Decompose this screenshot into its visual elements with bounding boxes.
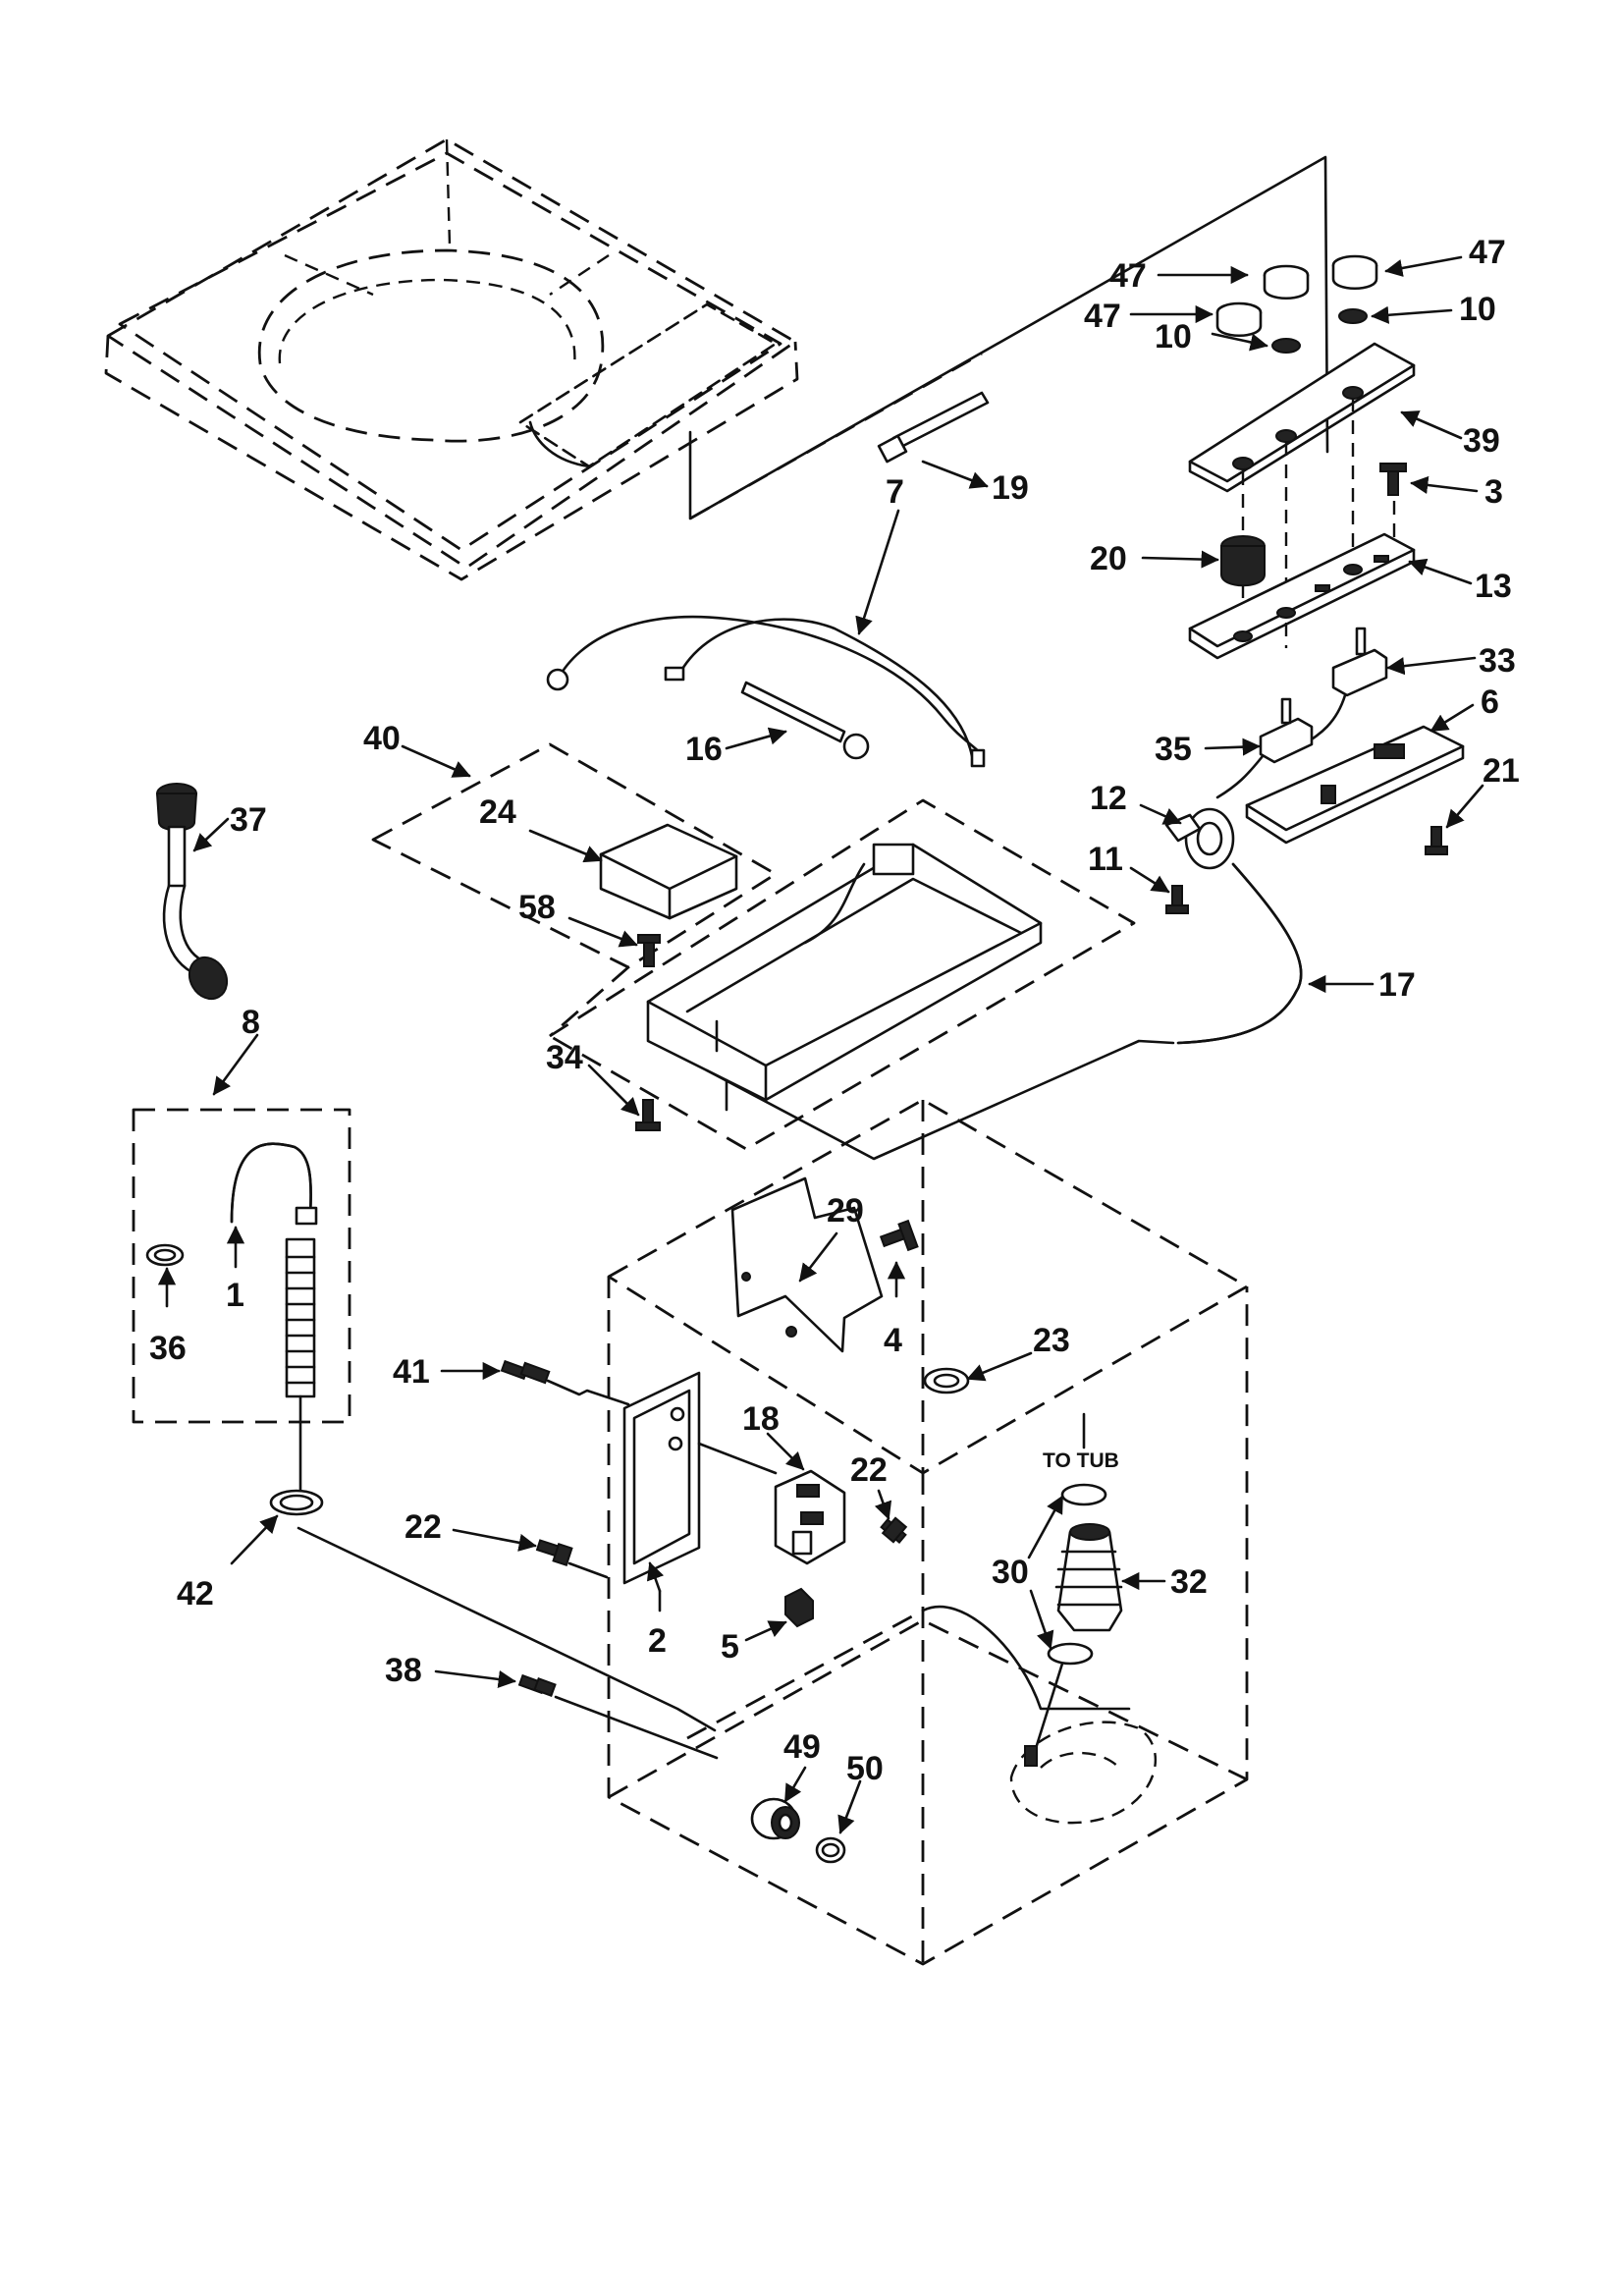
part-33-switch <box>1299 627 1388 748</box>
part-24-bracket <box>599 823 738 920</box>
label-22-left: 22 <box>404 1508 442 1546</box>
top-cabinet-outline <box>104 137 799 581</box>
part-3-screw <box>1379 463 1407 496</box>
label-35: 35 <box>1155 731 1192 768</box>
part-38-screw <box>517 1673 557 1697</box>
label-16: 16 <box>685 731 723 768</box>
label-24: 24 <box>479 793 516 831</box>
label-36: 36 <box>149 1330 187 1367</box>
part-10-washer-left <box>1271 338 1301 354</box>
leader-top-to-console <box>688 155 1329 520</box>
label-10-right: 10 <box>1459 291 1496 328</box>
label-12: 12 <box>1090 780 1127 817</box>
label-8: 8 <box>242 1004 260 1041</box>
label-4: 4 <box>884 1322 902 1359</box>
part-58-screw <box>637 934 661 967</box>
console-outline-dashed <box>689 352 983 520</box>
leader-console-to-cabinet <box>705 1039 1175 1161</box>
label-11: 11 <box>1088 841 1123 878</box>
part-36-clamp <box>145 1243 185 1267</box>
label-33: 33 <box>1479 642 1516 680</box>
part-16-clamp <box>740 681 870 760</box>
part-5-clip <box>784 1587 814 1628</box>
label-50: 50 <box>846 1750 884 1787</box>
part-2-panel <box>622 1371 701 1585</box>
part-50-plug <box>815 1836 846 1864</box>
part-21-screw <box>1425 826 1448 855</box>
part-30-clamp-top <box>1060 1483 1107 1506</box>
label-30: 30 <box>992 1554 1029 1591</box>
label-47-middle: 47 <box>1109 257 1147 295</box>
part-4-screw <box>879 1219 919 1252</box>
label-1: 1 <box>226 1277 244 1314</box>
part-41-screw <box>500 1359 551 1385</box>
label-49: 49 <box>783 1728 821 1766</box>
part-22-screw-right <box>880 1516 908 1544</box>
pump-outline <box>1009 1721 1157 1825</box>
label-34: 34 <box>546 1039 583 1076</box>
leader-41 <box>546 1379 630 1406</box>
label-21: 21 <box>1483 752 1520 790</box>
part-1-drain-hose <box>230 1142 318 1495</box>
label-32: 32 <box>1170 1563 1208 1601</box>
label-47-left: 47 <box>1084 298 1121 335</box>
part-7-wire-harness <box>546 615 986 768</box>
part-12-pressure-switch <box>1164 807 1235 870</box>
label-6: 6 <box>1481 683 1499 721</box>
label-58: 58 <box>518 889 556 926</box>
part-22-screw-left <box>535 1539 573 1566</box>
part-18-valve <box>697 1442 846 1565</box>
label-10-left: 10 <box>1155 318 1192 355</box>
label-41: 41 <box>393 1353 430 1391</box>
part-35-switch <box>1215 697 1314 799</box>
leader-drain-to-cabinet <box>297 1526 717 1732</box>
part-34-screw <box>635 1099 661 1131</box>
part-39-panel <box>1188 342 1416 493</box>
label-19: 19 <box>992 469 1029 507</box>
label-2: 2 <box>648 1622 667 1660</box>
label-40: 40 <box>363 720 401 757</box>
label-5: 5 <box>721 1628 739 1666</box>
label-42: 42 <box>177 1575 214 1613</box>
part-20-grommet <box>1220 535 1266 587</box>
part-30-clamp-bottom <box>1047 1642 1094 1666</box>
label-13: 13 <box>1475 568 1512 605</box>
label-22-right: 22 <box>850 1451 888 1489</box>
label-47-right: 47 <box>1469 234 1506 271</box>
label-7: 7 <box>886 473 904 511</box>
part-40-console-base <box>371 742 1136 1151</box>
label-3: 3 <box>1484 473 1503 511</box>
part-47-knob-middle <box>1263 264 1310 300</box>
label-39: 39 <box>1463 422 1500 460</box>
label-38: 38 <box>385 1652 422 1689</box>
part-17-hose <box>1176 862 1303 1045</box>
label-17: 17 <box>1378 966 1416 1004</box>
part-6-bracket <box>1245 725 1465 845</box>
part-23-clip <box>923 1367 970 1394</box>
label-29: 29 <box>827 1192 864 1230</box>
part-19-cable-tie <box>877 391 990 464</box>
part-47-knob-left <box>1215 301 1263 337</box>
part-47-knob-right <box>1331 254 1378 290</box>
lower-cabinet-outline <box>607 1098 1249 1966</box>
label-37: 37 <box>230 801 267 839</box>
part-11-screw <box>1165 885 1189 914</box>
label-23: 23 <box>1033 1322 1070 1359</box>
part-37-fill-hose <box>155 783 229 1001</box>
part-42-clamp <box>269 1489 324 1516</box>
part-8-drain-hose-kit <box>132 1108 351 1424</box>
part-32-hose <box>1054 1523 1123 1632</box>
part-49-grommet <box>750 1797 800 1840</box>
to-tub-label: TO TUB <box>1043 1449 1119 1472</box>
part-10-washer-right <box>1338 308 1368 324</box>
part-13-board <box>1188 532 1416 660</box>
label-18: 18 <box>742 1400 780 1438</box>
label-20: 20 <box>1090 540 1127 577</box>
